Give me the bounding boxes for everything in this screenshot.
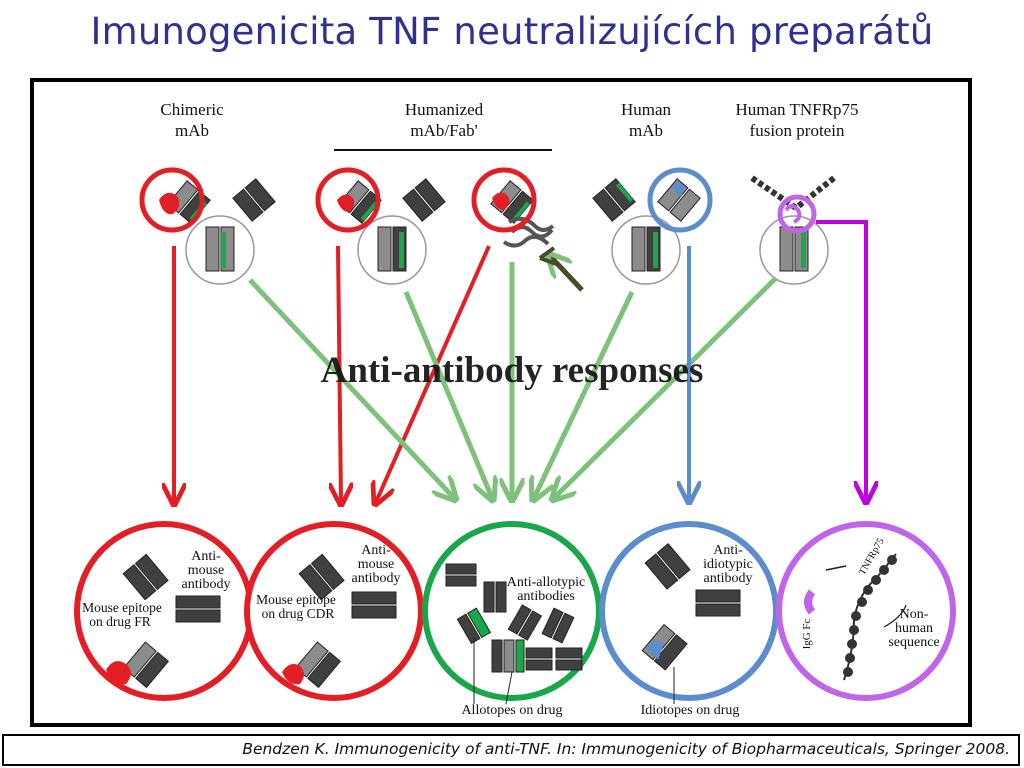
- humanized-fab-molecule: [471, 167, 584, 292]
- drug-type-humanized-line2: mAb/Fab': [410, 121, 477, 140]
- citation-box: Bendzen K. Immunogenicity of anti-TNF. I…: [2, 734, 1020, 766]
- response-1-title-line2: mouse: [188, 563, 225, 578]
- response-2-title-line1: Anti-: [361, 543, 391, 558]
- response-4-title-line1: Anti-: [713, 543, 743, 558]
- arrow-fab-to-antimouse-cdr: [376, 245, 491, 502]
- response-3-title-line1: Anti-allotypic: [507, 575, 586, 590]
- response-non-human-sequence: [776, 521, 956, 701]
- arrow-humanized-mab-to-allotypic: [403, 291, 492, 498]
- response-1-title-line3: antibody: [182, 577, 231, 592]
- response-anti-mouse-cdr: [244, 521, 424, 701]
- drug-type-humanized-line1: Humanized: [405, 100, 484, 119]
- arrow-human-mab-to-allotypic: [534, 290, 635, 498]
- response-3-title-line2: antibodies: [517, 589, 575, 604]
- response-2-epitope-line2: on drug CDR: [262, 606, 335, 621]
- response-2-title-line2: mouse: [358, 557, 395, 572]
- response-3-bottom-label: Allotopes on drug: [461, 703, 562, 718]
- arrow-chimeric-to-allotypic: [248, 278, 454, 498]
- humanized-mab-molecule: [315, 167, 446, 285]
- response-4-title-line2: idiotypic: [703, 557, 753, 572]
- response-5-title-line2: human: [895, 621, 933, 636]
- response-anti-idiotypic: [599, 521, 779, 704]
- tnfr-fusion-molecule: [750, 175, 836, 285]
- center-label: Anti-antibody responses: [321, 350, 704, 391]
- arrow-fusion-to-nonhuman: [816, 220, 866, 500]
- drug-type-fusion-line2: fusion protein: [750, 121, 845, 140]
- response-2-epitope-line1: Mouse epitope: [256, 592, 336, 607]
- drug-type-human-line1: Human: [621, 100, 672, 119]
- arrow-fusion-to-allotypic: [554, 276, 778, 498]
- response-anti-mouse-fr: [74, 521, 254, 701]
- response-5-side-label-igg: IgG Fc: [801, 618, 813, 649]
- citation: Bendzen K. Immunogenicity of anti-TNF. I…: [242, 740, 1010, 758]
- anti-antibody-diagram: Chimeric mAb Humanized mAb/Fab' Human mA…: [74, 100, 956, 718]
- response-4-bottom-label: Idiotopes on drug: [641, 703, 740, 718]
- slide-title: Imunogenicita TNF neutralizujících prepa…: [90, 10, 934, 53]
- drug-type-fusion-line1: Human TNFRp75: [736, 100, 859, 119]
- drug-type-human-line2: mAb: [629, 121, 663, 140]
- response-1-epitope-line2: on drug FR: [89, 614, 151, 629]
- response-5-title-line1: Non-: [900, 607, 929, 622]
- drug-type-chimeric-line1: Chimeric: [160, 100, 224, 119]
- response-4-title-line3: antibody: [704, 571, 753, 586]
- response-1-epitope-line1: Mouse epitope: [82, 600, 162, 615]
- human-mab-molecule: [592, 167, 713, 285]
- response-anti-allotypic: [422, 521, 602, 705]
- response-2-title-line3: antibody: [352, 571, 401, 586]
- drug-type-chimeric-line2: mAb: [175, 121, 209, 140]
- response-1-title-line1: Anti-: [191, 549, 221, 564]
- response-5-title-line3: sequence: [888, 635, 939, 650]
- chimeric-mab-molecule: [139, 167, 276, 285]
- figure-frame: Chimeric mAb Humanized mAb/Fab' Human mA…: [30, 78, 972, 727]
